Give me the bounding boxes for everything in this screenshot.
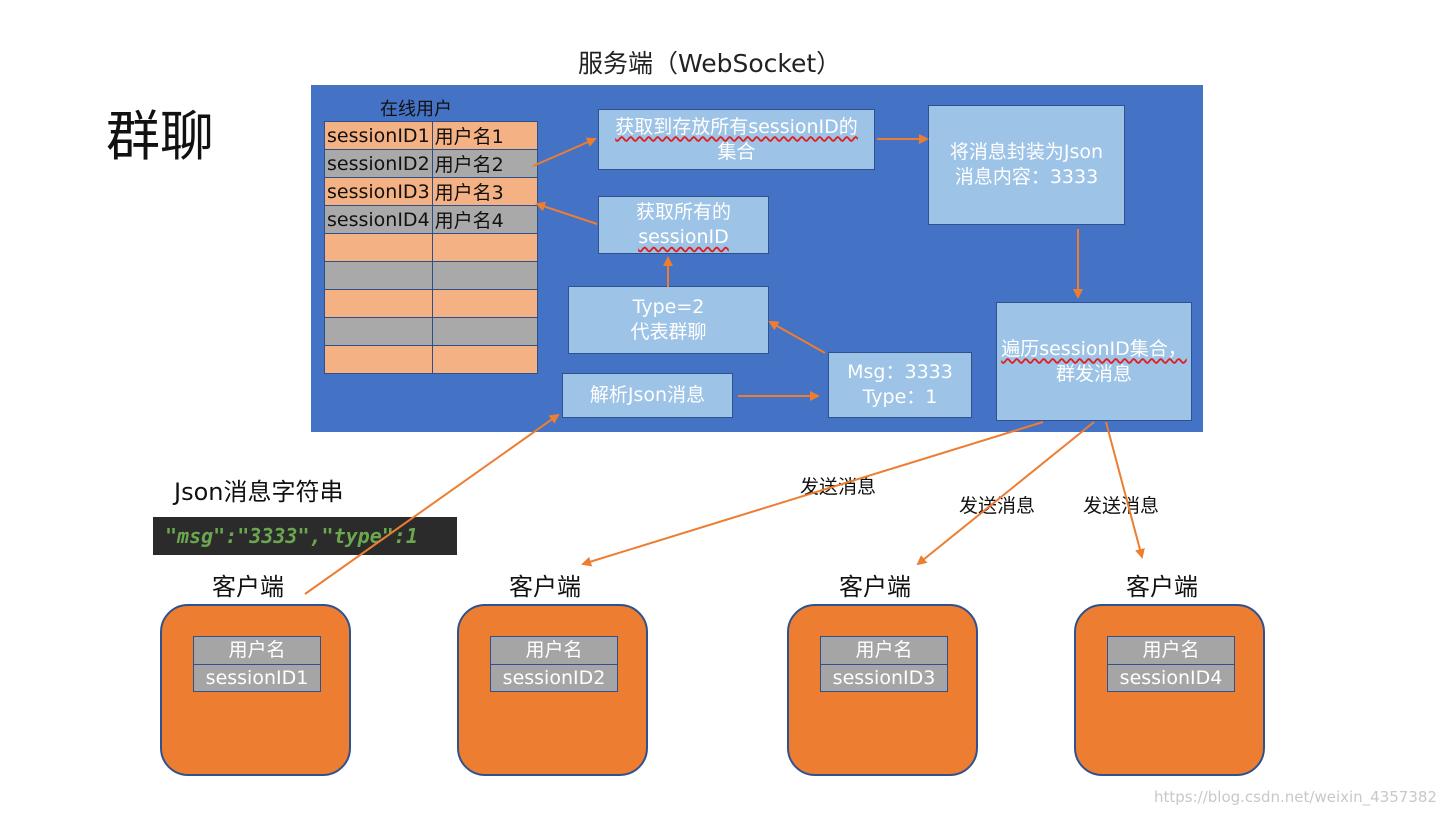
client-label: 客户端 xyxy=(1126,573,1198,601)
client-username: 用户名 xyxy=(1108,637,1234,664)
table-row xyxy=(324,345,538,374)
arrow xyxy=(1105,421,1145,559)
username-cell xyxy=(431,233,538,262)
box-text-line: Msg：3333 xyxy=(847,361,953,383)
client-node-3: 用户名 sessionID3 xyxy=(787,604,978,776)
json-string-label: Json消息字符串 xyxy=(174,478,344,506)
client-node-2: 用户名 sessionID2 xyxy=(457,604,648,776)
client-session: sessionID3 xyxy=(821,664,947,691)
session-cell: sessionID1 xyxy=(324,121,433,150)
session-cell: sessionID4 xyxy=(324,205,433,234)
client-info: 用户名 sessionID4 xyxy=(1107,636,1235,692)
arrow xyxy=(581,421,1044,567)
username-cell: 用户名3 xyxy=(431,177,538,206)
username-cell xyxy=(431,345,538,374)
wrap-json-box: 将消息封装为Json 消息内容：3333 xyxy=(928,105,1125,225)
send-label: 发送消息 xyxy=(959,495,1036,517)
box-text-line: 解析Json消息 xyxy=(589,384,706,406)
client-label: 客户端 xyxy=(509,573,581,601)
session-cell xyxy=(324,345,433,374)
session-cell xyxy=(324,317,433,346)
session-cell xyxy=(324,289,433,318)
client-info: 用户名 sessionID3 xyxy=(820,636,948,692)
box-text-line: 集合 xyxy=(717,140,756,163)
diagram-title: 群聊 xyxy=(106,105,214,168)
arrow xyxy=(916,421,1095,566)
server-title: 服务端（WebSocket） xyxy=(578,49,842,78)
client-label: 客户端 xyxy=(839,573,911,601)
arrow xyxy=(535,201,598,225)
client-username: 用户名 xyxy=(821,637,947,664)
client-info: 用户名 sessionID1 xyxy=(193,636,321,692)
client-username: 用户名 xyxy=(491,637,617,664)
session-cell: sessionID2 xyxy=(324,149,433,178)
table-row xyxy=(324,261,538,290)
online-users-label: 在线用户 xyxy=(380,99,452,120)
client-label: 客户端 xyxy=(212,573,284,601)
watermark: https://blog.csdn.net/weixin_43573824 xyxy=(1154,788,1436,806)
msg-info-box: Msg：3333 Type：1 xyxy=(828,352,972,418)
parse-json-box: 解析Json消息 xyxy=(562,373,733,418)
client-info: 用户名 sessionID2 xyxy=(490,636,618,692)
session-cell xyxy=(324,233,433,262)
arrow xyxy=(768,321,826,354)
arrow xyxy=(532,137,597,167)
box-text-line: 获取所有的 xyxy=(635,201,731,223)
arrow xyxy=(304,413,560,595)
table-row xyxy=(324,233,538,262)
box-text-line: 获取到存放所有sessionID的 xyxy=(615,115,858,138)
session-cell xyxy=(324,261,433,290)
box-text-line: sessionID xyxy=(638,226,729,248)
box-text-line: 消息内容：3333 xyxy=(954,166,1099,188)
username-cell: 用户名1 xyxy=(431,121,538,150)
client-node-4: 用户名 sessionID4 xyxy=(1074,604,1265,776)
client-session: sessionID4 xyxy=(1108,664,1234,691)
box-text-line: 群发消息 xyxy=(1055,362,1132,385)
client-username: 用户名 xyxy=(194,637,320,664)
box-text-line: 代表群聊 xyxy=(630,321,707,343)
get-collection-box: 获取到存放所有sessionID的 集合 xyxy=(598,109,875,170)
get-all-sessions-box: 获取所有的 sessionID xyxy=(598,196,769,254)
box-text-line: Type：1 xyxy=(862,386,938,408)
username-cell: 用户名4 xyxy=(431,205,538,234)
client-node-1: 用户名 sessionID1 xyxy=(160,604,351,776)
traverse-send-box: 遍历sessionID集合， 群发消息 xyxy=(996,302,1192,421)
username-cell: 用户名2 xyxy=(431,149,538,178)
send-label: 发送消息 xyxy=(800,476,877,498)
box-text-line: 将消息封装为Json xyxy=(949,141,1104,163)
client-session: sessionID1 xyxy=(194,664,320,691)
send-label: 发送消息 xyxy=(1083,495,1160,517)
box-text-line: 遍历sessionID集合， xyxy=(1001,337,1187,360)
client-session: sessionID2 xyxy=(491,664,617,691)
box-text-line: Type=2 xyxy=(632,296,705,318)
